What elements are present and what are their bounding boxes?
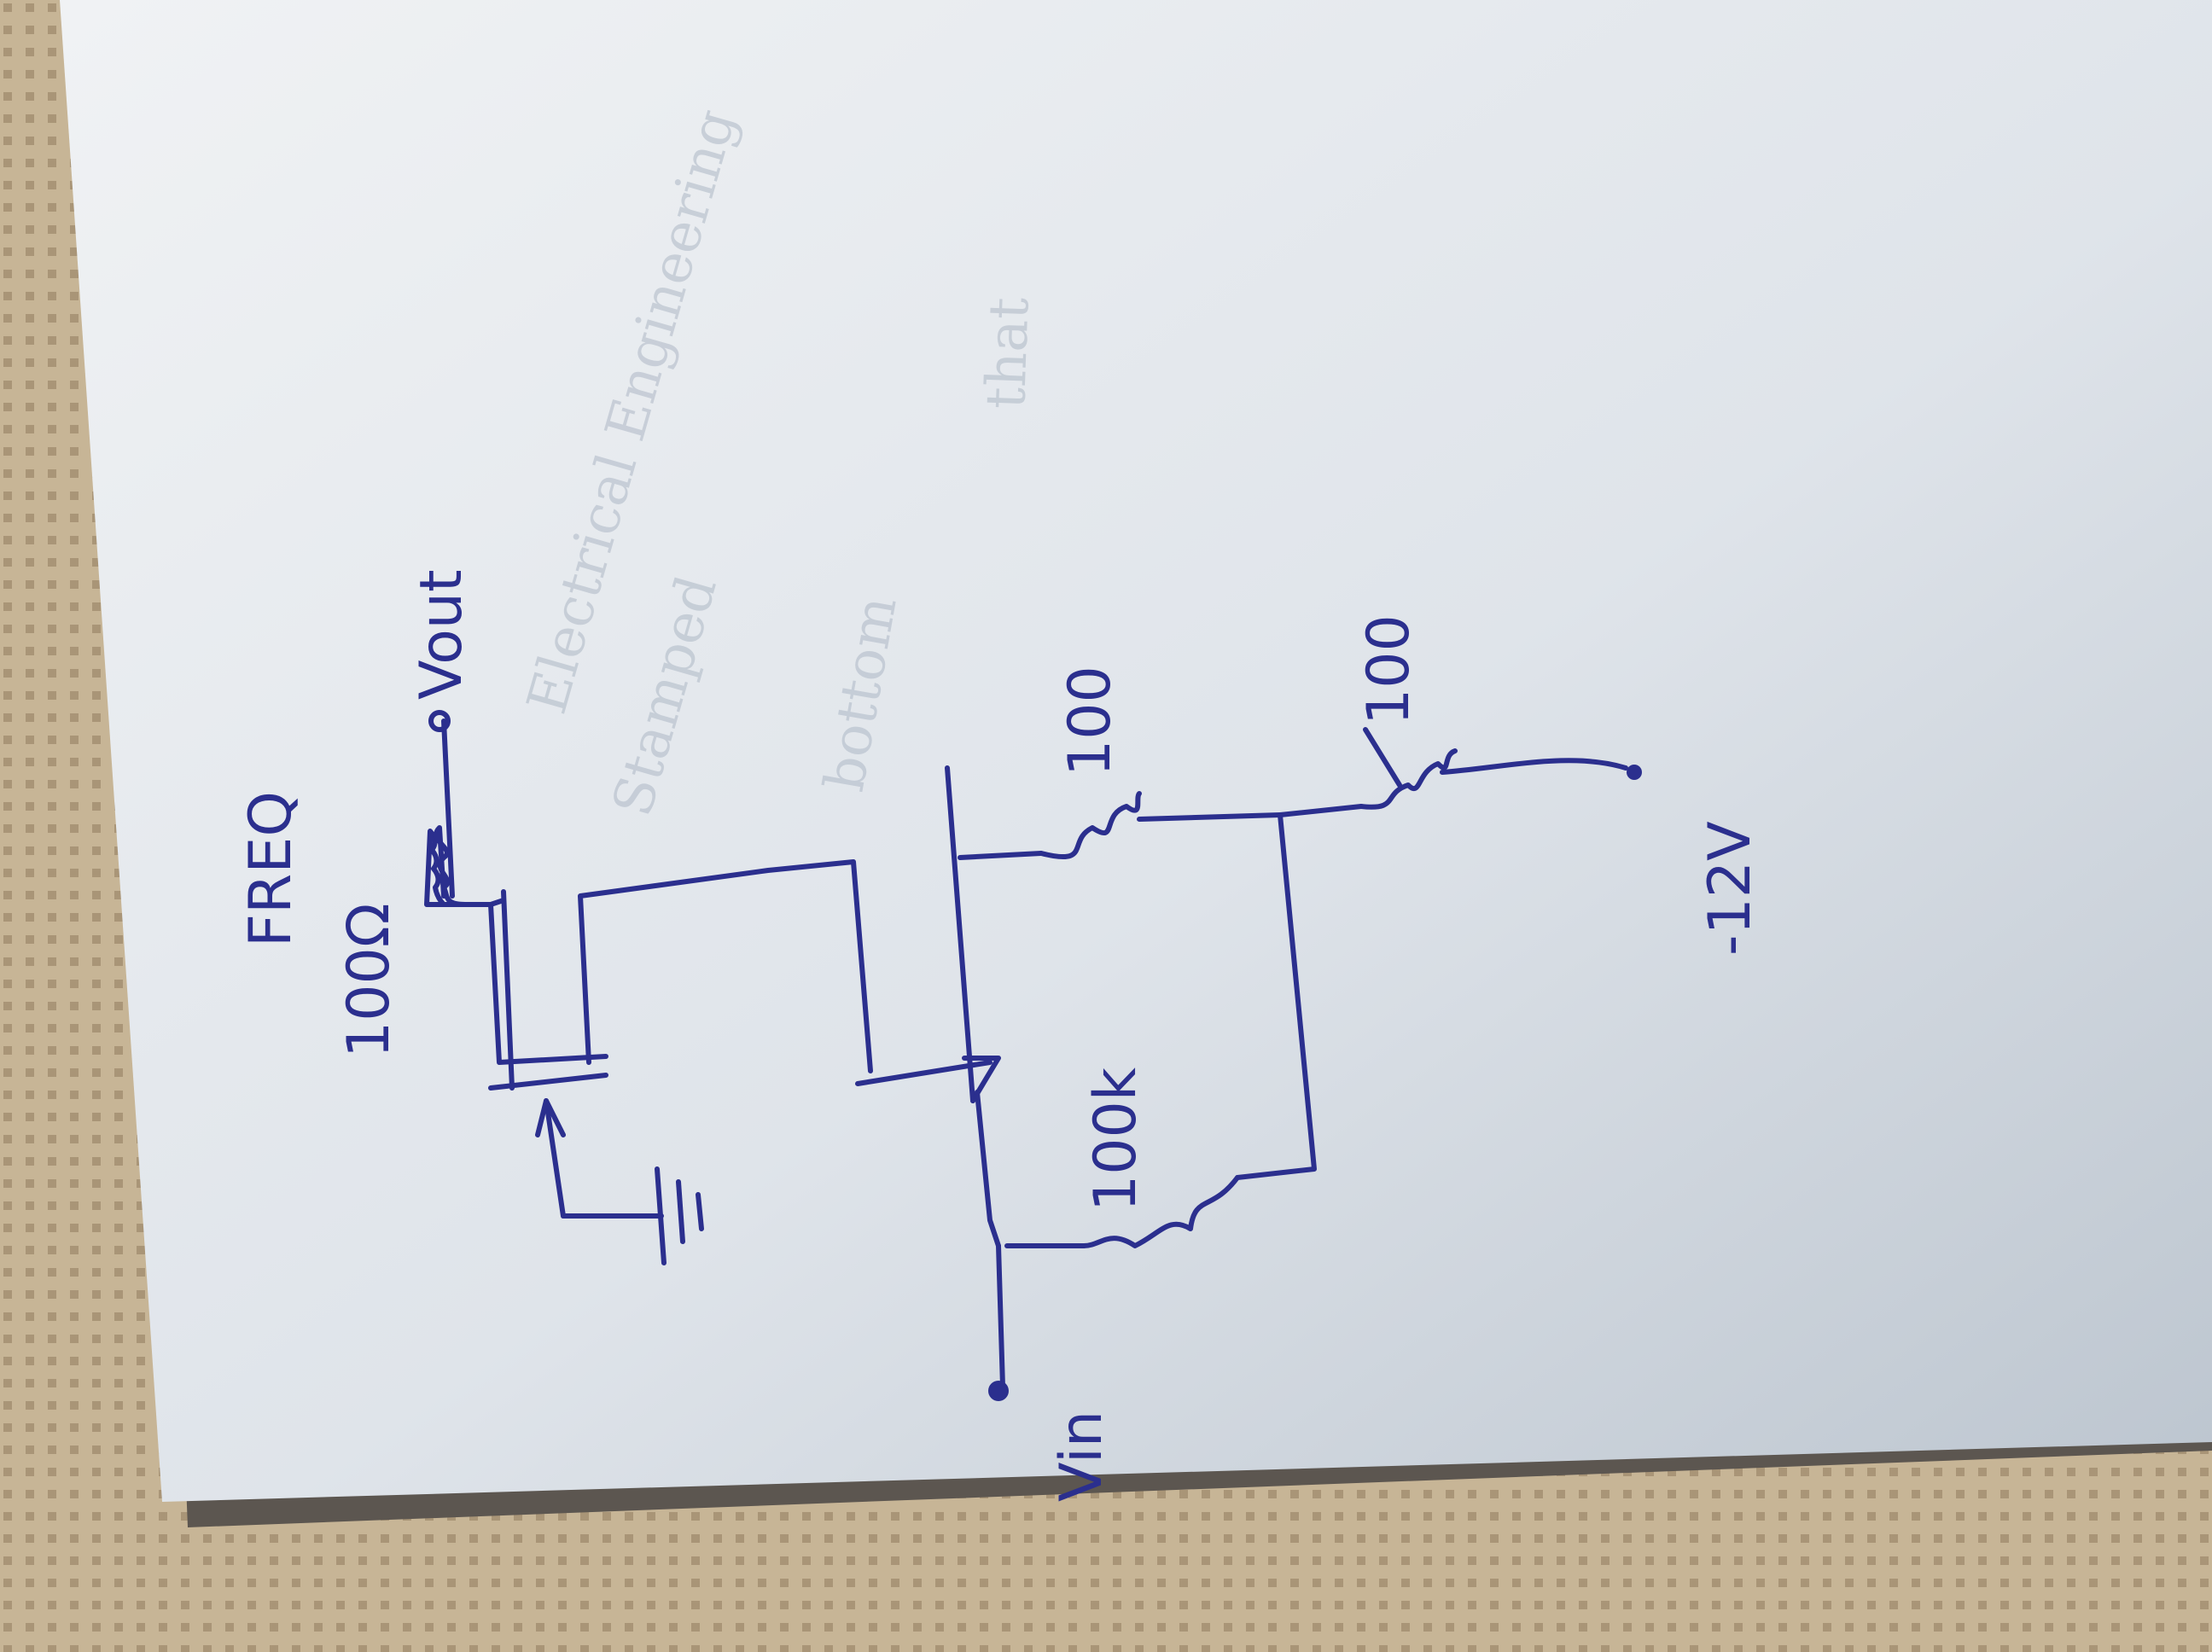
vin-terminal xyxy=(988,1243,1009,1401)
transistor-q2 xyxy=(855,765,1001,1248)
paper-sheet xyxy=(60,0,2212,1502)
transistor-q1 xyxy=(488,889,608,1137)
circuit-schematic xyxy=(424,710,1642,1401)
resistor-r-drain xyxy=(424,825,493,907)
label-vin: Vin xyxy=(1048,1411,1115,1502)
label-r-drain-value: 100Ω xyxy=(335,903,403,1058)
label-r-source-bottom: 100 xyxy=(1355,614,1423,725)
label-r-drain-mark: FREQ xyxy=(237,791,305,947)
circuit-labels: 100Ω FREQ Vout 100k 100 100 Vin -12V xyxy=(237,569,1764,1502)
feedback-loop xyxy=(1004,812,1317,1248)
ghost-text-4: that xyxy=(975,296,1042,410)
label-supply: -12V xyxy=(1697,821,1764,956)
ground-symbol xyxy=(544,1098,704,1265)
resistor-r-source-top xyxy=(958,791,1283,860)
resistor-r-source-bottom xyxy=(1278,727,1642,817)
label-vout: Vout xyxy=(408,569,475,700)
label-r-source-top: 100 xyxy=(1057,666,1124,777)
label-r-gate-value: 100k xyxy=(1082,1067,1150,1212)
interstage-wire xyxy=(578,859,873,1073)
vout-terminal xyxy=(428,710,455,899)
